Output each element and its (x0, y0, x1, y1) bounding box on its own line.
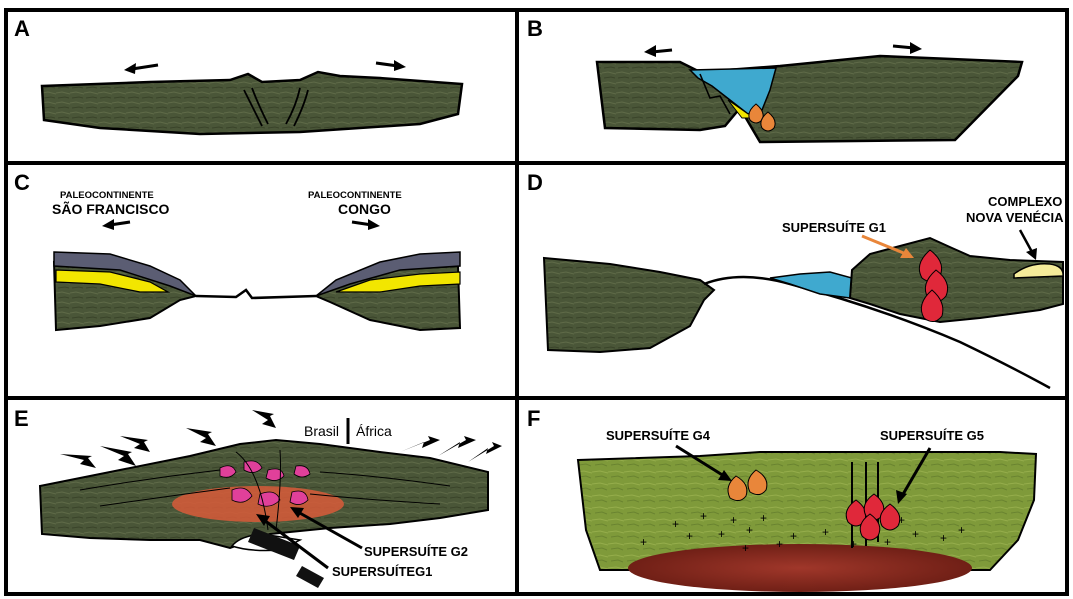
panel-a: A (14, 16, 462, 134)
panel-e-label: E (14, 406, 29, 431)
paleocontinent-congo-name: CONGO (338, 201, 391, 217)
svg-text:+: + (912, 527, 919, 541)
supersuite-g1-label: SUPERSUÍTE G1 (782, 220, 886, 235)
arrow-right-icon (893, 42, 922, 54)
brasil-label: Brasil (304, 423, 339, 439)
panel-b-label: B (527, 16, 543, 41)
svg-text:+: + (940, 531, 947, 545)
arrow-right-icon (376, 60, 406, 71)
panel-c: C PALEOCONTINENTE SÃO FRANCISCO PALEOCON… (14, 170, 460, 330)
supersuite-g2-label: SUPERSUÍTE G2 (364, 544, 468, 559)
arrow-right-icon (352, 219, 380, 230)
panel-d: D SUPERSUÍTE G1 COMPLEXO NOVA VENÉCIA (527, 170, 1064, 388)
paleocontinent-sf-name: SÃO FRANCISCO (52, 200, 170, 217)
svg-text:+: + (776, 537, 783, 551)
svg-text:+: + (742, 541, 749, 555)
panel-d-left-plate (544, 258, 714, 352)
africa-label: África (356, 423, 392, 439)
panel-f-label: F (527, 406, 540, 431)
arrow-pointer-icon (1020, 230, 1037, 260)
svg-text:+: + (958, 523, 965, 537)
svg-text:+: + (760, 511, 767, 525)
arrow-left-icon (124, 63, 158, 74)
svg-text:+: + (718, 527, 725, 541)
paleocontinent-sf-top: PALEOCONTINENTE (60, 190, 154, 201)
svg-text:+: + (746, 523, 753, 537)
supersuite-g4-label: SUPERSUÍTE G4 (606, 428, 711, 443)
complexo-label: COMPLEXO (988, 194, 1062, 209)
panel-b: B (527, 16, 1022, 142)
svg-text:+: + (700, 509, 707, 523)
panel-f: F +++ +++ +++ +++ +++ +++ SUPERSUÍTE G4 (527, 406, 1036, 592)
panel-e-subducting-block-2 (296, 566, 324, 588)
svg-text:+: + (822, 525, 829, 539)
panel-e: E (14, 406, 502, 588)
arrow-left-icon (644, 45, 672, 57)
svg-text:+: + (686, 529, 693, 543)
nova-venecia-label: NOVA VENÉCIA (966, 210, 1064, 225)
panel-a-crust (42, 72, 462, 134)
panel-c-ocean-floor (196, 290, 316, 298)
panel-f-melt-zone (628, 544, 972, 592)
supersuite-g5-label: SUPERSUÍTE G5 (880, 428, 984, 443)
panel-b-crust (597, 56, 1022, 142)
svg-text:+: + (640, 535, 647, 549)
arrow-left-icon (102, 219, 130, 230)
svg-text:+: + (884, 535, 891, 549)
panel-d-basin-water (770, 272, 852, 298)
supersuite-g1-e-label: SUPERSUÍTEG1 (332, 564, 432, 579)
svg-text:+: + (730, 513, 737, 527)
panel-c-label: C (14, 170, 30, 195)
svg-text:+: + (790, 529, 797, 543)
panel-a-label: A (14, 16, 30, 41)
svg-text:+: + (672, 517, 679, 531)
paleocontinent-congo-top: PALEOCONTINENTE (308, 190, 402, 201)
panel-d-label: D (527, 170, 543, 195)
